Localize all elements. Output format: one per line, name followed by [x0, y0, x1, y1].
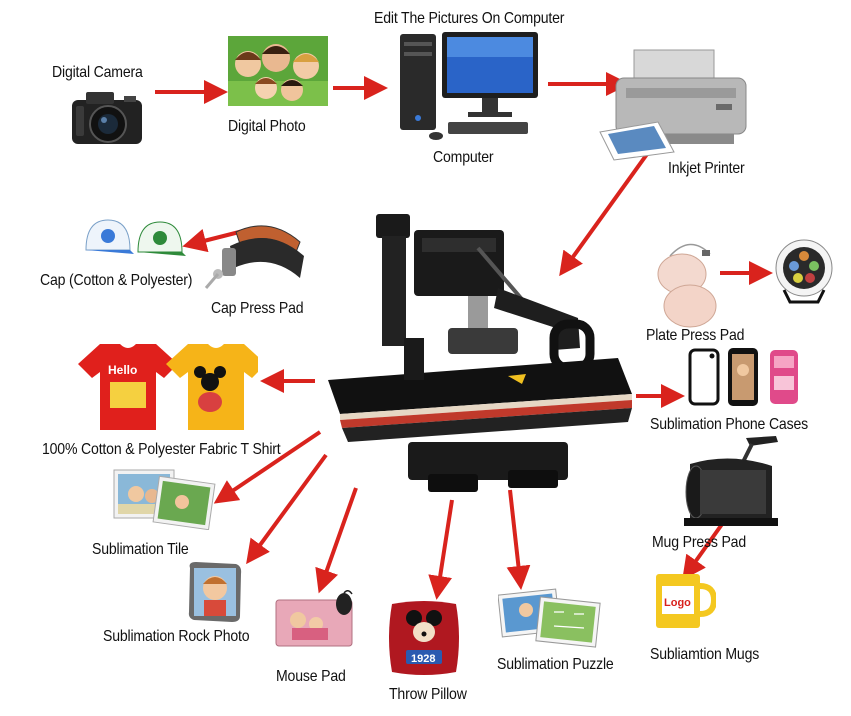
label-tile: Sublimation Tile: [92, 541, 189, 558]
label-plate-press-pad: Plate Press Pad: [646, 327, 745, 344]
mug-print-text: Logo: [664, 597, 691, 609]
label-edit-pictures: Edit The Pictures On Computer: [374, 10, 565, 27]
arrow-printer-to-press: [559, 148, 652, 277]
mouse-pad-icon: [275, 590, 353, 647]
arrow-press-to-tile: [213, 430, 322, 504]
tshirt-icon: Hello: [78, 344, 258, 430]
camera-icon: [72, 92, 142, 144]
label-digital-camera: Digital Camera: [52, 64, 143, 81]
label-tshirt: 100% Cotton & Polyester Fabric T Shirt: [42, 441, 281, 458]
mug-press-icon: [684, 436, 778, 526]
label-rock-photo: Sublimation Rock Photo: [103, 628, 250, 645]
arrow-press-to-pillow: [428, 499, 454, 600]
arrow-press-to-mouse-pad: [315, 487, 358, 594]
label-digital-photo: Digital Photo: [228, 118, 306, 135]
label-phone-cases: Sublimation Phone Cases: [650, 416, 808, 433]
desktop-computer-icon: [400, 32, 538, 140]
arrow-mugpress-to-mug: [682, 518, 727, 581]
arrow-press-to-rock-photo: [246, 453, 328, 565]
label-computer: Computer: [433, 149, 494, 166]
label-puzzle: Sublimation Puzzle: [497, 656, 614, 673]
arrow-press-to-puzzle: [506, 489, 531, 590]
label-mugs: Subliamtion Mugs: [650, 646, 760, 663]
heat-press-machine-icon: [328, 214, 632, 492]
printer-icon: [599, 49, 747, 161]
family-photo-icon: [228, 36, 328, 106]
label-cap-press-pad: Cap Press Pad: [211, 300, 304, 317]
decorative-plate-icon: [775, 239, 833, 304]
puzzle-icon: [498, 588, 601, 648]
arrow-group: [155, 72, 773, 600]
label-cap: Cap (Cotton & Polyester): [40, 272, 193, 289]
rock-photo-icon: [188, 562, 242, 622]
tshirt-print-text: Hello: [108, 363, 137, 377]
mug-icon: Logo: [656, 574, 716, 628]
photo-tile-icon: [113, 469, 216, 530]
pillow-icon: 1928: [389, 601, 459, 675]
label-inkjet-printer: Inkjet Printer: [668, 160, 745, 177]
cap-press-icon: [204, 225, 304, 289]
cap-icon: [85, 219, 186, 256]
label-throw-pillow: Throw Pillow: [389, 686, 467, 703]
phone-case-icon: [688, 348, 798, 406]
label-mouse-pad: Mouse Pad: [276, 668, 346, 685]
plate-press-icon: [657, 243, 717, 328]
label-mug-press-pad: Mug Press Pad: [652, 534, 746, 551]
pillow-print-text: 1928: [411, 653, 435, 665]
